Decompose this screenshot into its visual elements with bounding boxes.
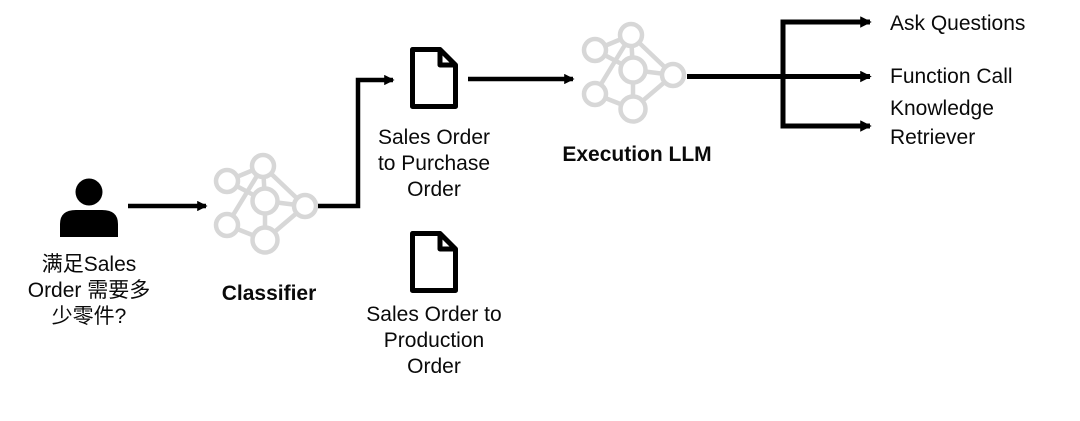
production-order-doc-label: Sales Order to Production Order — [366, 303, 502, 378]
output-knowledge-retriever-label: Knowledge Retriever — [890, 97, 994, 149]
document-icon-production-order — [413, 234, 456, 291]
arrow-classifier-to-purchase-doc — [318, 74, 395, 209]
user-query-text: 满足Sales Order 需要多 少零件? — [27, 253, 151, 328]
classifier-nn-icon — [216, 155, 316, 253]
document-icon-purchase-order — [413, 50, 456, 107]
execution-llm-nn-icon — [584, 24, 684, 122]
user-icon — [60, 178, 118, 237]
classifier-label: Classifier — [221, 282, 317, 305]
output-function-call-label: Function Call — [890, 65, 1013, 88]
execution-llm-label: Execution LLM — [562, 143, 712, 166]
purchase-order-doc-label: Sales Order to Purchase Order — [377, 126, 491, 201]
output-ask-questions-label: Ask Questions — [890, 12, 1026, 35]
